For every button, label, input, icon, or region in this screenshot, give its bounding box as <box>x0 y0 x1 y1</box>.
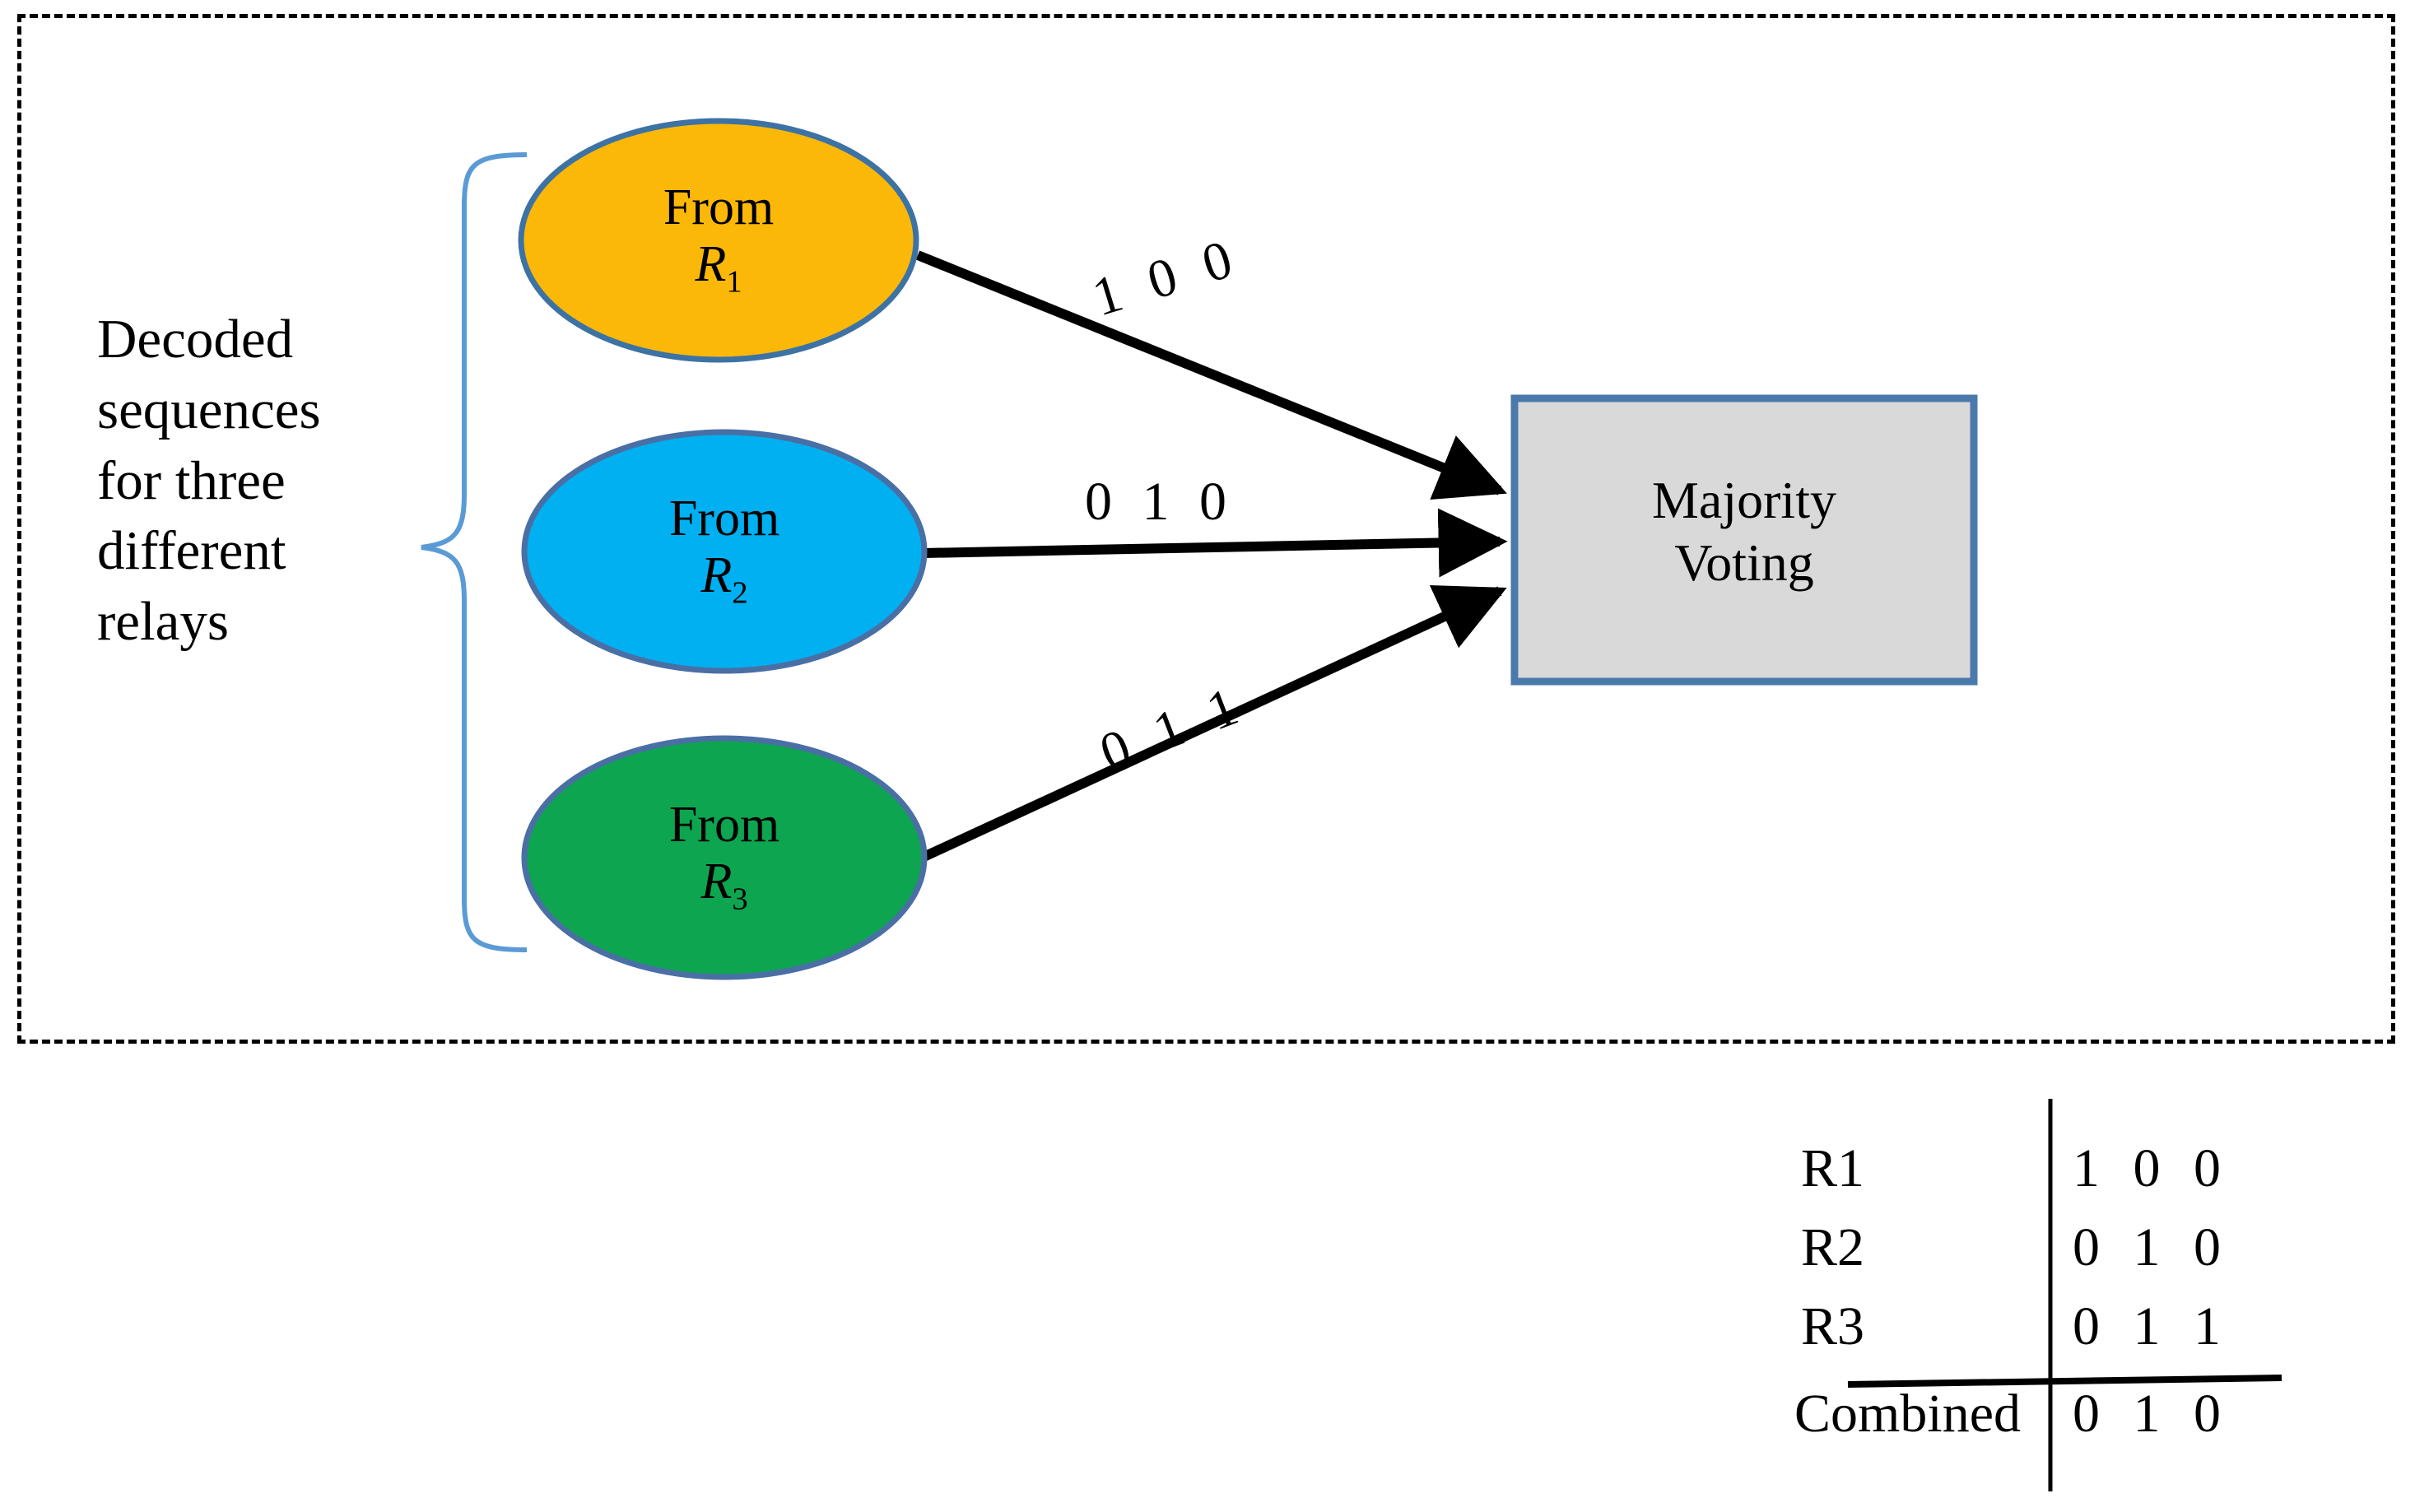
node-label-r1-subscript: 1 <box>726 264 742 300</box>
table-row-values: 1 0 0 <box>2073 1138 2231 1198</box>
dashed-region-border <box>17 14 2395 1044</box>
table-row-combined-values: 0 1 0 <box>2073 1384 2231 1444</box>
table-row: R3 0 1 1 <box>1794 1296 2305 1375</box>
node-label-r3: From R3 <box>519 797 930 918</box>
node-label-r3-symbol: R <box>700 854 733 910</box>
node-label-r2: From R2 <box>519 491 930 612</box>
edge-line-r1 <box>915 250 1507 500</box>
table-row-values: 0 1 1 <box>2073 1296 2231 1356</box>
edge-line-r2 <box>923 508 1508 578</box>
edge-label-r2: 0 1 0 <box>1085 472 1235 532</box>
process-block-rect <box>1510 394 1978 686</box>
node-label-r2-subscript: 2 <box>732 575 748 611</box>
table-row-combined-label: Combined <box>1794 1384 2021 1444</box>
table-row: R2 0 1 0 <box>1794 1217 2305 1296</box>
node-label-r1-line1: From <box>663 179 775 235</box>
node-ellipse-r3 <box>521 735 928 980</box>
table-row-combined: Combined 0 1 0 <box>1794 1383 2305 1462</box>
node-label-r3-line1: From <box>668 797 780 853</box>
table-row-label: R2 <box>1801 1217 1865 1277</box>
summary-table: R1 1 0 0 R2 0 1 0 R3 0 1 1 Combined 0 1 … <box>1794 1137 2305 1462</box>
node-label-r1: From R1 <box>513 179 924 300</box>
node-label-r2-symbol: R <box>700 547 733 604</box>
process-block-label: Majority Voting <box>1515 469 1974 593</box>
node-label-r2-line1: From <box>668 491 780 547</box>
node-label-r3-subscript: 3 <box>732 882 748 917</box>
left-curly-brace-icon <box>421 152 528 952</box>
edge-line-r3 <box>918 585 1507 863</box>
decoded-sequences-caption: Decoded sequences for three different re… <box>97 309 321 652</box>
table-row: R1 1 0 0 <box>1794 1137 2305 1217</box>
process-block-label-line2: Voting <box>1674 533 1814 592</box>
node-ellipse-r2 <box>521 429 928 674</box>
node-label-r1-symbol: R <box>695 236 727 293</box>
table-horizontal-rule <box>1847 1375 2282 1388</box>
table-row-label: R1 <box>1801 1138 1865 1198</box>
process-block-label-line1: Majority <box>1652 471 1836 529</box>
table-row-label: R3 <box>1801 1296 1865 1356</box>
node-ellipse-r1 <box>518 118 919 363</box>
table-row-values: 0 1 0 <box>2073 1217 2231 1277</box>
